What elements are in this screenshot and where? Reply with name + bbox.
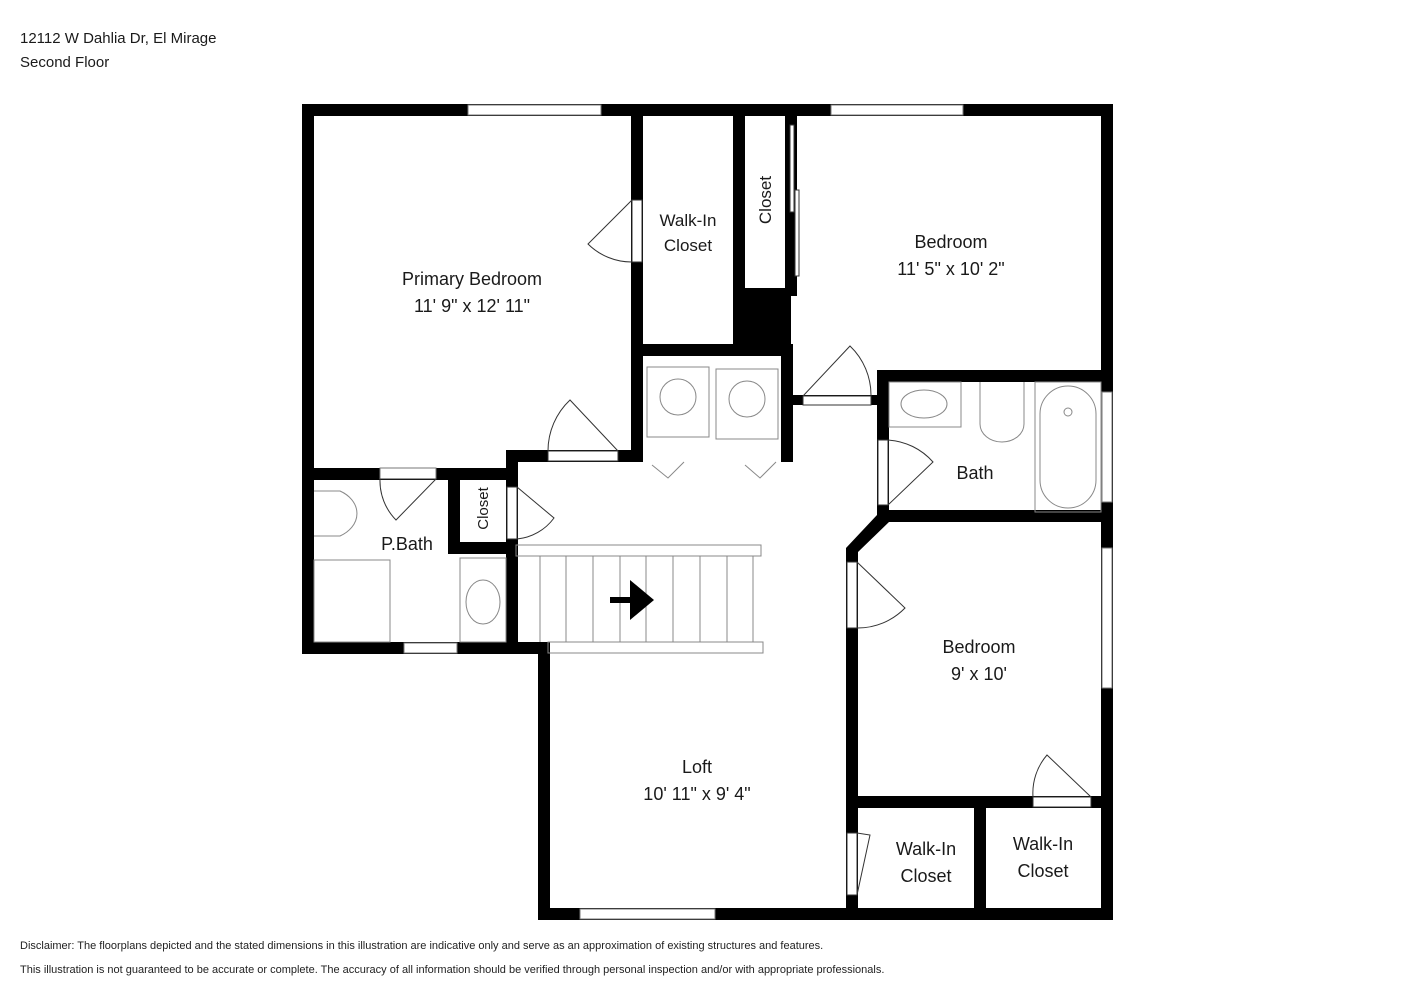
room-p-bath: P.Bath (381, 534, 433, 554)
room-primary-bedroom: Primary Bedroom 11' 9" x 12' 11" (402, 266, 542, 320)
doors (379, 124, 1092, 896)
room-dims: 11' 9" x 12' 11" (413, 296, 531, 316)
address-title: 12112 W Dahlia Dr, El Mirage (20, 30, 217, 47)
room-bedroom-1: Bedroom 11' 5" x 10' 2" (897, 232, 1005, 279)
room-walk-in-closet-a: Walk-In Closet (895, 839, 957, 886)
disclaimer-line-2: This illustration is not guaranteed to b… (20, 964, 885, 976)
floor-title: Second Floor (20, 54, 110, 71)
room-bath: Bath (956, 463, 994, 483)
room-walk-in-closet-primary: Walk-In Closet (659, 211, 717, 255)
room-walk-in-closet-b: Walk-In Closet (1012, 834, 1074, 881)
room-closet-small: Closet (474, 487, 492, 530)
room-closet-top: Closet (756, 175, 776, 225)
stair-arrow-icon (610, 580, 654, 620)
fixtures (313, 366, 1102, 654)
windows (379, 104, 1113, 920)
disclaimer-line-1: Disclaimer: The floorplans depicted and … (20, 940, 824, 952)
room-name: Primary Bedroom (401, 269, 543, 289)
room-bedroom-2: Bedroom 9' x 10' (942, 637, 1016, 684)
room-loft: Loft 10' 11" x 9' 4" (643, 757, 751, 804)
